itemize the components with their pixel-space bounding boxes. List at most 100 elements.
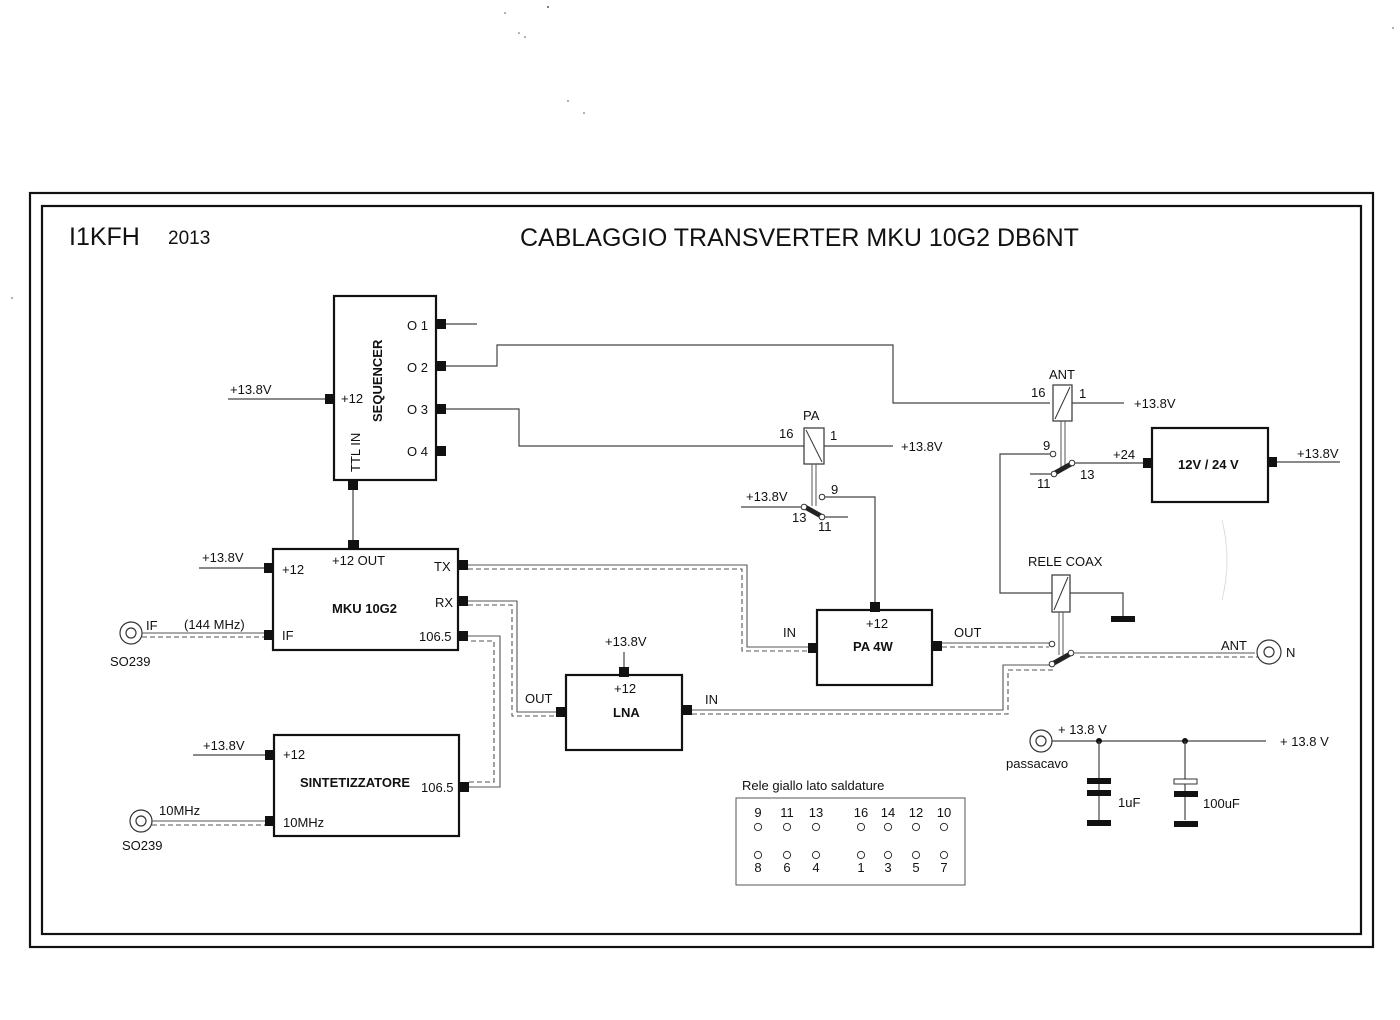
pa-supply-pin: +12 <box>866 616 888 631</box>
pinout-top-pin <box>782 822 792 832</box>
synth-out-pin: 106.5 <box>421 780 454 795</box>
converter-block: 12V / 24 V +13.8V <box>1143 426 1340 504</box>
pa-supply-terminal <box>870 602 880 612</box>
pinout-bottom-pin <box>883 850 893 860</box>
sequencer-block: SEQUENCER TTL IN +12 +13.8V O 1 O 2 O 3 … <box>228 294 477 490</box>
pa-out-label: OUT <box>954 625 982 640</box>
mku-box <box>271 547 460 652</box>
pa-in-label: IN <box>783 625 796 640</box>
mku-lo-pin: 106.5 <box>419 629 452 644</box>
coax-lna-in <box>692 664 1053 711</box>
pinout-bottom-pin <box>753 850 763 860</box>
sequencer-supply-label: +13.8V <box>230 382 272 397</box>
scan-noise <box>11 6 1394 299</box>
mku-if-terminal <box>264 630 273 640</box>
ant-relay: ANT 16 1 +13.8V 9 13 11 +24 <box>1030 367 1176 491</box>
pa-relay-pin-16: 16 <box>779 426 793 441</box>
pinout-bottom-pin <box>782 850 792 860</box>
synth-supply-terminal <box>265 750 274 760</box>
sequencer-out-2: O 2 <box>407 360 428 375</box>
if-connector-label: IF <box>146 618 158 633</box>
mku-rx-pin: RX <box>435 595 453 610</box>
pinout-top-pin <box>883 822 893 832</box>
pinout-bottom-pin <box>911 850 921 860</box>
pinout-top-pin-label: 12 <box>909 805 923 820</box>
pa-box <box>815 608 934 687</box>
pinout-bottom-pin-label: 8 <box>754 860 761 875</box>
sequencer-name: SEQUENCER <box>370 339 385 422</box>
lna-in-label: IN <box>705 692 718 707</box>
pinout-top-pin-label: 14 <box>881 805 895 820</box>
coax-relay-name: RELE COAX <box>1028 554 1103 569</box>
wire-ant-relay-to-coax-coil <box>999 453 1053 594</box>
pinout-box <box>735 797 966 886</box>
n-connector-label: N <box>1286 645 1295 660</box>
inner-frame <box>40 204 1363 936</box>
author-callsign: I1KFH <box>69 223 140 251</box>
pinout-top-pin-label: 16 <box>854 805 868 820</box>
sequencer-out-3-terminal <box>436 404 446 414</box>
pinout-top-pin-label: 10 <box>937 805 951 820</box>
lna-block: +13.8V +12 LNA OUT IN <box>525 634 718 752</box>
if-connector-type: SO239 <box>110 654 150 669</box>
lna-name: LNA <box>613 705 640 720</box>
cap-1uf-label: 1uF <box>1118 795 1140 810</box>
feedthrough-in-label: + 13.8 V <box>1058 722 1107 737</box>
outer-frame <box>28 191 1375 949</box>
pa-relay-pin-11: 11 <box>818 519 832 534</box>
relay-pinout: Rele giallo lato saldature 9811613416114… <box>735 778 966 886</box>
sequencer-box <box>332 294 438 482</box>
coax-rx <box>468 600 556 713</box>
mku-lo-terminal <box>458 631 468 641</box>
pa-relay: PA 16 1 +13.8V 9 13 11 +13.8V <box>741 408 943 602</box>
pinout-top-pin <box>811 822 821 832</box>
pinout-top-pin <box>911 822 921 832</box>
sequencer-ttl-pin: TTL IN <box>348 433 363 472</box>
pinout-top-pin <box>856 822 866 832</box>
pinout-bottom-pin-label: 3 <box>884 860 891 875</box>
synth-block: +12 +13.8V SINTETIZZATORE 106.5 10MHz <box>193 733 469 838</box>
mku-supply-label: +13.8V <box>202 550 244 565</box>
pinout-bottom-pin-label: 1 <box>857 860 864 875</box>
cap-100uf-plate-b <box>1174 791 1198 797</box>
ant-relay-pin-1: 1 <box>1079 386 1086 401</box>
coax-lo <box>468 635 501 788</box>
pinout-top-pin <box>753 822 763 832</box>
converter-out-terminal <box>1268 457 1277 467</box>
mku-supply-terminal <box>264 563 273 573</box>
feedthrough-filter: passacavo + 13.8 V + 13.8 V 1uF 100uF <box>1006 722 1329 827</box>
pinout-bottom-pin-label: 6 <box>783 860 790 875</box>
wire-o2-to-ant-relay <box>446 344 1050 404</box>
lna-supply-label: +13.8V <box>605 634 647 649</box>
pinout-top-pin-label: 13 <box>809 805 823 820</box>
sequencer-supply-terminal <box>325 394 334 404</box>
cap-100uf-label: 100uF <box>1203 796 1240 811</box>
diagram-title: CABLAGGIO TRANSVERTER MKU 10G2 DB6NT <box>520 224 1079 252</box>
mku-if-pin: IF <box>282 628 294 643</box>
feedthrough-out-label: + 13.8 V <box>1280 734 1329 749</box>
converter-name: 12V / 24 V <box>1178 457 1239 472</box>
pinout-bottom-pin <box>939 850 949 860</box>
ref-connector: 10MHz SO239 <box>122 803 265 853</box>
lna-out-terminal <box>556 707 566 717</box>
pa-relay-pin-9: 9 <box>831 482 838 497</box>
pinout-title: Rele giallo lato saldature <box>742 778 884 793</box>
if-connector: IF (144 MHz) SO239 <box>110 617 264 669</box>
sequencer-out-3: O 3 <box>407 402 428 417</box>
mku-tx-terminal <box>458 560 468 570</box>
sequencer-supply-pin: +12 <box>341 391 363 406</box>
pinout-bottom-pin <box>856 850 866 860</box>
converter-in-label: +24 <box>1113 447 1135 462</box>
mku-out-pin: +12 OUT <box>332 553 385 568</box>
pa-name: PA 4W <box>853 639 893 654</box>
lna-out-label: OUT <box>525 691 553 706</box>
lna-supply-pin: +12 <box>614 681 636 696</box>
mku-name: MKU 10G2 <box>332 601 397 616</box>
synth-ref-terminal <box>265 816 274 826</box>
ref-connector-label: 10MHz <box>159 803 200 818</box>
sequencer-out-1-terminal <box>436 319 446 329</box>
mku-rx-terminal <box>458 596 468 606</box>
pa-out-terminal <box>932 641 942 651</box>
pinout-top-pin-label: 11 <box>780 805 794 820</box>
synth-ref-pin: 10MHz <box>283 815 324 830</box>
